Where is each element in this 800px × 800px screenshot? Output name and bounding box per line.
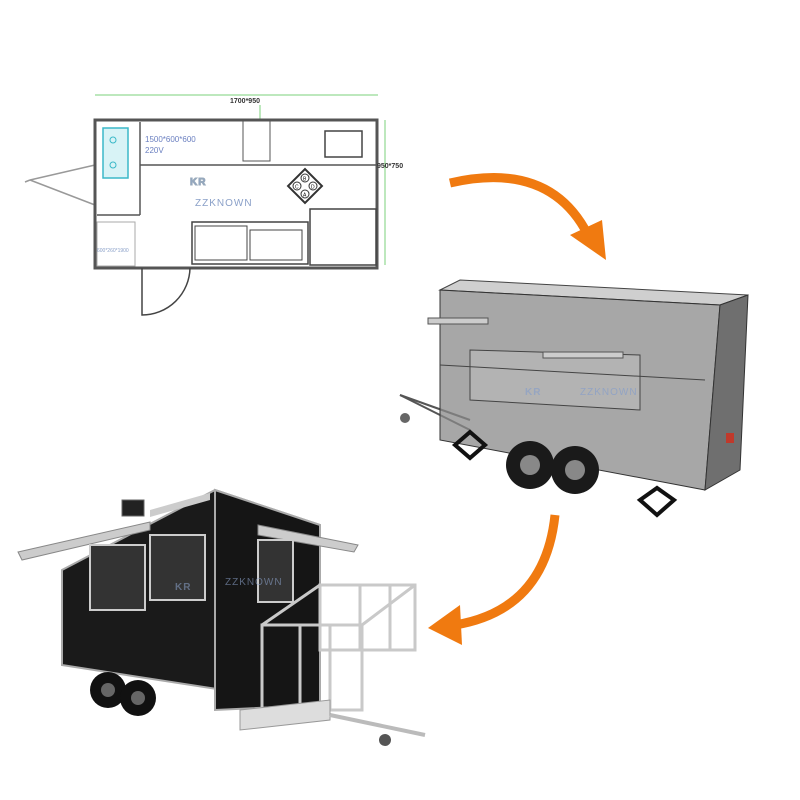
sink xyxy=(102,127,129,179)
trailer-outline xyxy=(93,118,379,270)
watermark-logo: KR xyxy=(525,387,541,398)
watermark-text: ZZKNOWN xyxy=(195,198,253,209)
watermark-text: ZZKNOWN xyxy=(225,577,283,588)
equipment-size-label: 1500*600*600 xyxy=(145,135,196,144)
arrow-to-photo xyxy=(428,514,560,645)
trailer-3d-render: KR ZZKNOWN xyxy=(399,279,749,518)
arrow-head-icon xyxy=(570,220,606,260)
arrow-head-icon xyxy=(428,605,462,645)
watermark-text: ZZKNOWN xyxy=(580,387,638,398)
trailer-photo: KR ZZKNOWN xyxy=(17,488,426,746)
voltage-label: 220V xyxy=(145,146,164,155)
arrow-to-3d xyxy=(448,173,606,260)
burner-label: D xyxy=(311,185,315,191)
watermark-logo: KR xyxy=(175,582,191,593)
door-swing xyxy=(141,267,191,316)
cabinet-size-label: 600*260*1900 xyxy=(97,248,129,254)
burner-plate xyxy=(286,167,324,205)
floor-plan: B A C D 1700*950 1500*600*600 220V 950*7… xyxy=(24,94,403,316)
burner-label: B xyxy=(303,177,307,183)
window-size-label: 1700*950 xyxy=(230,98,260,105)
watermark-logo: KR xyxy=(190,177,206,188)
side-window-size-label: 950*750 xyxy=(377,163,403,170)
trailer-tongue xyxy=(24,164,96,206)
burner-label: A xyxy=(303,193,307,199)
burner-label: C xyxy=(295,185,299,191)
